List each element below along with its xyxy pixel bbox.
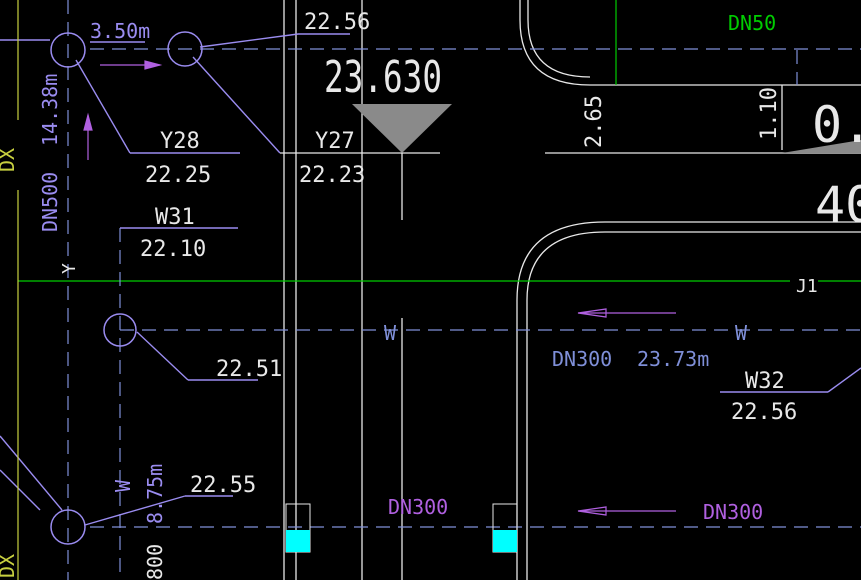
elevation-triangle-marker xyxy=(352,104,452,153)
partial-800: 800 xyxy=(143,544,167,580)
mid-pipe-distance: 23.73m xyxy=(637,347,709,371)
dimension-265: 2.65 xyxy=(582,95,607,148)
dimension-110: 1.10 xyxy=(757,87,782,140)
partial-triangle-right xyxy=(782,140,861,153)
manholes xyxy=(50,31,203,545)
partial-right-big: 40 xyxy=(815,176,861,234)
bottom-distance: 8.75m xyxy=(143,464,167,524)
left-y-mark: Y xyxy=(59,263,80,274)
elevation-top-right: 22.56 xyxy=(304,10,370,35)
manhole-w31[interactable] xyxy=(103,313,137,347)
manhole-name-w32: W32 xyxy=(745,369,785,394)
elevation-mid-left: 22.51 xyxy=(216,357,282,382)
inlets xyxy=(285,503,518,553)
dx-label-bottom: DX xyxy=(0,554,19,578)
axis-line-j1: J1 xyxy=(18,276,861,297)
left-distance: 14.38m xyxy=(38,74,62,146)
pipe-w-mark-left: W xyxy=(384,321,397,345)
text-labels: 3.50m 22.56 Y28 22.25 Y27 22.23 14.38m D… xyxy=(38,10,861,580)
manhole-name-y28: Y28 xyxy=(160,129,200,154)
manhole-name-w31: W31 xyxy=(155,205,195,230)
dn50-label: DN50 xyxy=(728,11,776,35)
bottom-w-mark: W xyxy=(111,479,135,492)
manhole-elev-y28: 22.25 xyxy=(145,163,211,188)
manhole-elev-w31: 22.10 xyxy=(140,237,206,262)
building-lines xyxy=(280,0,861,580)
manhole-y27[interactable] xyxy=(167,31,203,67)
manhole-name-y27: Y27 xyxy=(315,129,355,154)
partial-right-top: 0.3 xyxy=(812,96,861,154)
manhole-bottom-left[interactable] xyxy=(50,509,86,545)
manhole-y28[interactable] xyxy=(50,32,86,68)
mid-pipe-size: DN300 xyxy=(552,347,612,371)
manhole-elev-w32: 22.56 xyxy=(731,400,797,425)
pipe-w-mark-right: W xyxy=(735,321,748,345)
big-elevation: 23.630 xyxy=(324,52,442,103)
pipe-lines-dashed xyxy=(67,0,861,580)
elevation-bottom-left: 22.55 xyxy=(190,473,256,498)
dx-label-top: DX xyxy=(0,148,19,172)
bottom-pipe-center: DN300 xyxy=(388,495,448,519)
axis-label-j1: J1 xyxy=(796,276,818,297)
pipe-connections xyxy=(0,33,861,526)
left-pipe-size: DN500 xyxy=(38,172,62,232)
flow-arrows xyxy=(83,60,676,516)
distance-top: 3.50m xyxy=(90,19,150,43)
manhole-elev-y27: 22.23 xyxy=(299,163,365,188)
bottom-pipe-right: DN300 xyxy=(703,500,763,524)
